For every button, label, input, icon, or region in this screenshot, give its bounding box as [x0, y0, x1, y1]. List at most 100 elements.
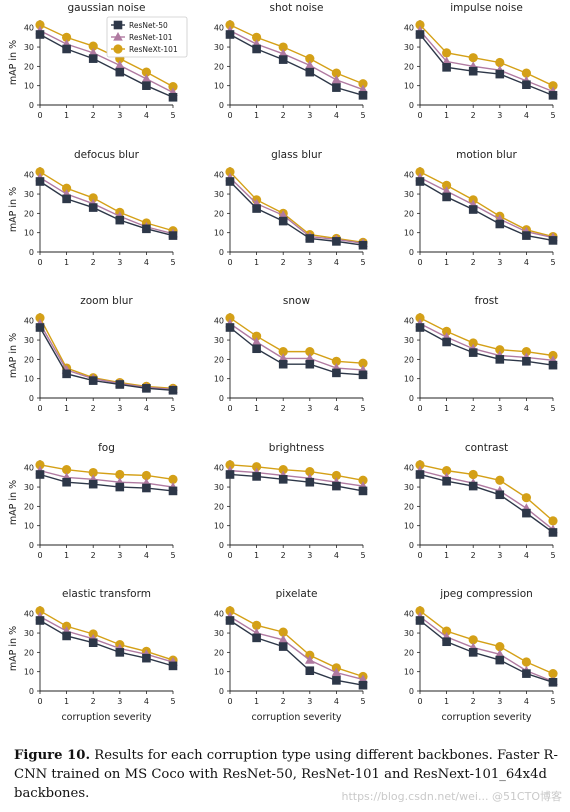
data-point-ResNet-50	[548, 91, 558, 100]
data-point-ResNet-50	[548, 528, 558, 537]
data-point-ResNeXt-101	[278, 347, 288, 357]
data-point-ResNet-50	[252, 344, 261, 354]
data-point-ResNet-101	[115, 60, 125, 69]
x-tick-label: 3	[497, 551, 502, 560]
y-axis-label: mAP in %	[8, 626, 19, 671]
y-tick-label: 30	[404, 190, 414, 199]
y-tick-label: 10	[404, 82, 414, 91]
data-point-ResNet-50	[415, 177, 425, 186]
y-tick-label: 20	[404, 355, 414, 364]
series-line-ResNet-50	[419, 34, 554, 96]
data-point-ResNeXt-101	[468, 469, 478, 480]
panel-title: snow	[283, 295, 311, 307]
data-point-ResNet-50	[332, 83, 341, 92]
data-point-ResNeXt-101	[331, 68, 341, 78]
data-point-ResNet-50	[115, 380, 125, 389]
y-tick-label: 30	[214, 629, 224, 638]
data-point-ResNet-50	[88, 54, 98, 63]
data-point-ResNet-50	[168, 486, 178, 496]
y-tick-label: 10	[24, 229, 34, 238]
x-tick-label: 5	[360, 697, 365, 706]
data-point-ResNeXt-101	[442, 48, 452, 58]
data-point-ResNet-50	[62, 369, 71, 379]
y-tick-label: 20	[214, 209, 224, 218]
data-point-ResNet-50	[332, 481, 341, 491]
series-line-ResNet-101	[39, 616, 174, 663]
series-line-ResNet-101	[39, 323, 174, 391]
data-point-ResNet-50	[115, 67, 125, 77]
data-point-ResNeXt-101	[252, 620, 262, 630]
data-point-ResNeXt-101	[468, 53, 478, 63]
data-point-ResNeXt-101	[358, 79, 368, 89]
series-line-ResNet-50	[229, 33, 364, 97]
x-tick-label: 4	[334, 404, 339, 413]
data-point-ResNeXt-101	[331, 470, 341, 481]
data-point-ResNeXt-101	[521, 493, 532, 503]
x-tick-label: 4	[144, 111, 149, 120]
data-point-ResNet-101	[278, 634, 288, 644]
y-tick-label: 20	[24, 502, 34, 511]
x-tick-label: 5	[360, 111, 365, 120]
series-line-ResNet-50	[419, 326, 554, 366]
series-line-ResNet-50	[229, 619, 364, 686]
data-point-ResNet-101	[441, 56, 452, 66]
data-point-ResNet-50	[522, 508, 531, 518]
data-point-ResNet-50	[358, 486, 368, 496]
data-point-ResNet-50	[468, 648, 478, 657]
x-tick-label: 5	[550, 404, 555, 413]
x-tick-label: 5	[360, 258, 365, 267]
series-line-ResNet-50	[39, 180, 174, 237]
data-point-ResNet-101	[441, 186, 452, 195]
series-line-ResNeXt-101	[229, 317, 364, 364]
series-line-ResNet-50	[419, 473, 554, 534]
y-tick-label: 40	[24, 171, 34, 180]
x-tick-label: 3	[497, 697, 502, 706]
data-point-ResNeXt-101	[225, 20, 235, 30]
y-tick-label: 30	[24, 336, 34, 345]
y-tick-label: 40	[404, 464, 414, 473]
y-tick-label: 0	[29, 541, 34, 550]
data-point-ResNet-50	[468, 348, 478, 357]
x-tick-label: 3	[117, 551, 122, 560]
data-point-ResNeXt-101	[468, 338, 478, 348]
data-point-ResNeXt-101	[252, 462, 262, 472]
data-point-ResNeXt-101	[35, 167, 45, 177]
data-point-ResNeXt-101	[252, 331, 262, 341]
x-tick-label: 0	[37, 258, 42, 267]
data-point-ResNet-50	[35, 30, 45, 39]
y-tick-label: 10	[214, 668, 224, 677]
data-point-ResNeXt-101	[278, 465, 288, 475]
data-point-ResNet-50	[168, 92, 178, 102]
x-tick-label: 4	[334, 111, 339, 120]
x-tick-label: 4	[334, 258, 339, 267]
x-tick-label: 2	[471, 697, 476, 706]
data-point-ResNet-101	[358, 84, 368, 94]
y-tick-label: 30	[214, 336, 224, 345]
data-point-ResNet-50	[522, 231, 531, 240]
legend-marker	[113, 20, 123, 30]
panel-title: frost	[475, 295, 499, 307]
data-point-ResNet-50	[62, 44, 71, 54]
data-point-ResNet-50	[142, 384, 151, 393]
x-tick-label: 2	[471, 111, 476, 120]
legend-label: ResNet-50	[129, 21, 168, 30]
x-tick-label: 1	[444, 258, 449, 267]
data-point-ResNeXt-101	[415, 606, 425, 616]
panel-title: motion blur	[456, 149, 517, 161]
data-point-ResNet-101	[331, 667, 342, 677]
y-tick-label: 40	[214, 464, 224, 473]
data-point-ResNeXt-101	[305, 466, 315, 477]
x-tick-label: 0	[417, 111, 422, 120]
data-point-ResNet-50	[548, 678, 558, 687]
data-point-ResNet-50	[522, 80, 531, 90]
x-tick-label: 3	[117, 404, 122, 413]
panel-title: zoom blur	[80, 295, 133, 307]
data-point-ResNet-101	[305, 655, 315, 664]
y-tick-label: 40	[24, 610, 34, 619]
x-tick-label: 4	[524, 111, 529, 120]
x-tick-label: 3	[307, 697, 312, 706]
